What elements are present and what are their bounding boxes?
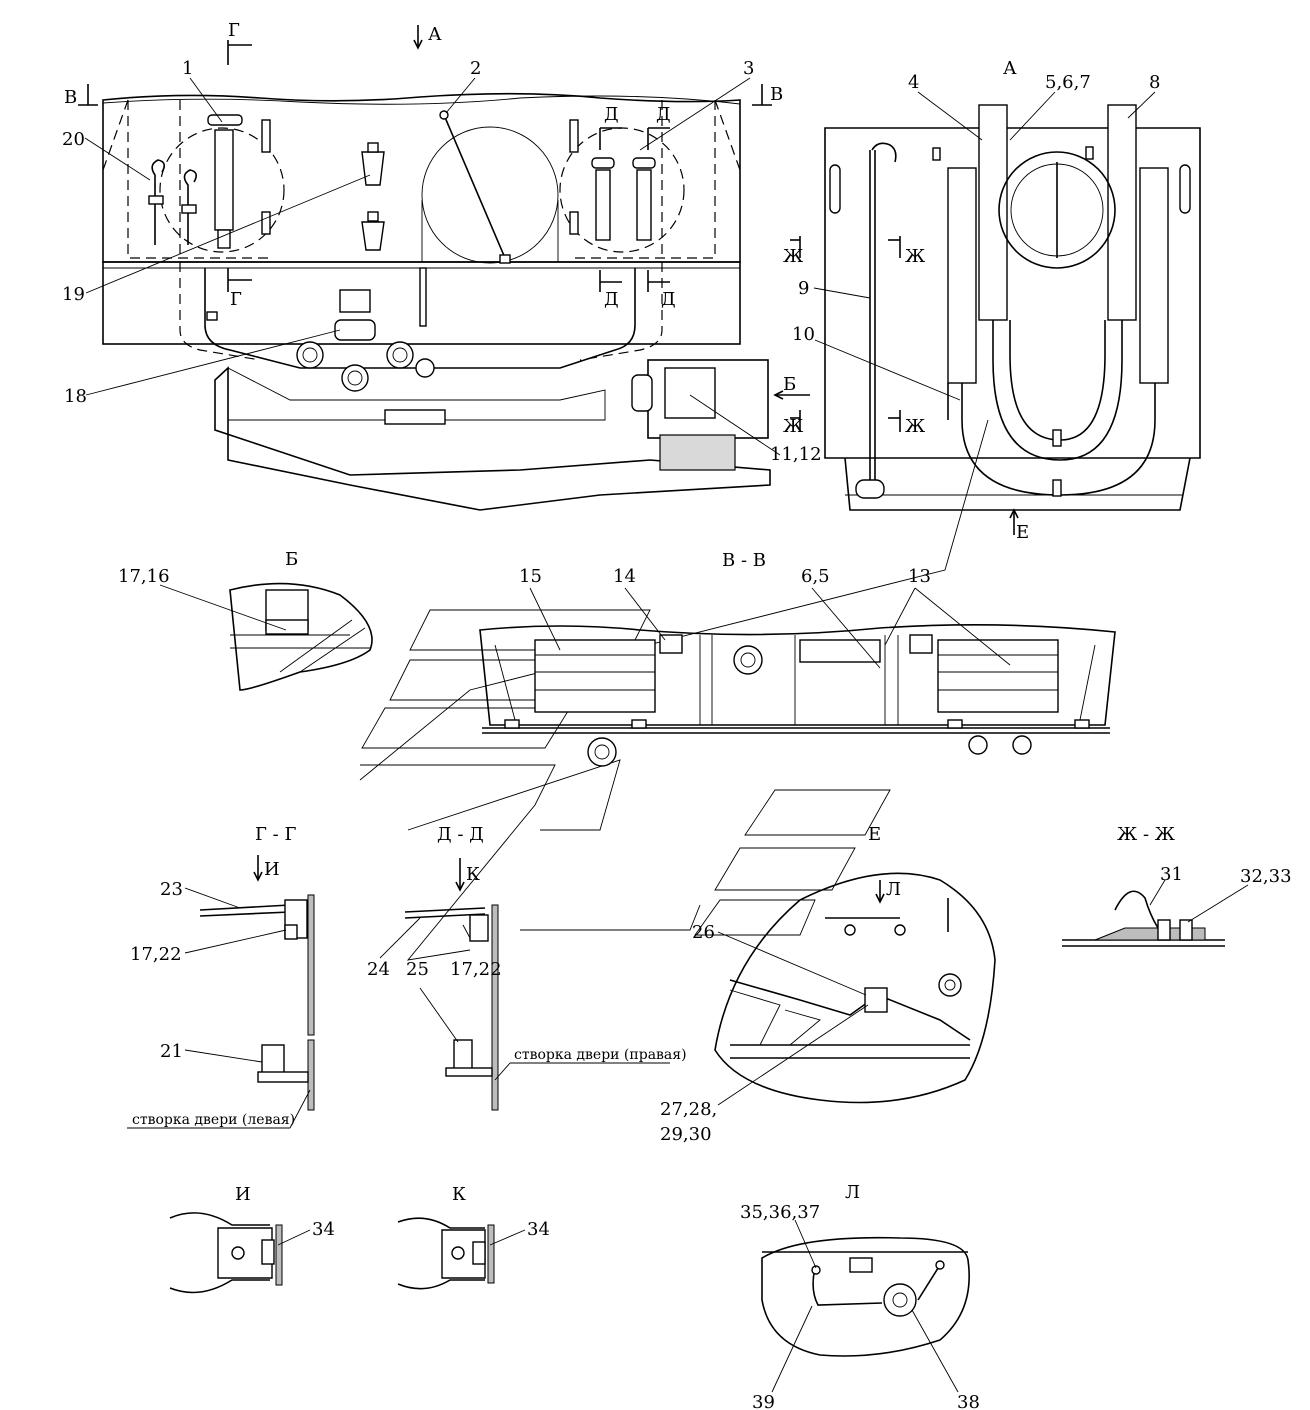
- marker-a: А: [428, 24, 442, 45]
- callout-32-33: 32,33: [1240, 866, 1292, 887]
- section-vv: [360, 587, 1116, 961]
- marker-g-top: Г: [228, 20, 240, 41]
- notes: створка двери (левая) створка двери (пра…: [132, 1047, 687, 1128]
- callout-26: 26: [692, 922, 715, 943]
- callout-13: 13: [908, 566, 931, 587]
- callout-38: 38: [957, 1392, 980, 1410]
- section-dd: [379, 858, 670, 1111]
- callout-29-30: 29,30: [660, 1124, 712, 1145]
- callout-9: 9: [798, 278, 809, 299]
- section-markers: А Г Г В В Д Д Д Д Б Ж Ж Ж Ж Е И К Л: [64, 20, 1029, 900]
- marker-d-4: Д: [661, 289, 676, 310]
- view-b-title: Б: [285, 549, 298, 570]
- view-a: [359, 91, 1201, 781]
- callout-18: 18: [64, 386, 87, 407]
- view-e: [714, 872, 996, 1106]
- marker-v-right: В: [770, 84, 783, 105]
- view-titles: А Б В - В Г - Г Д - Д Е Ж - Ж И К Л: [235, 58, 1176, 1205]
- callout-23: 23: [160, 879, 183, 900]
- callout-10: 10: [792, 324, 815, 345]
- callout-14: 14: [613, 566, 636, 587]
- marker-e: Е: [1016, 522, 1029, 543]
- callout-17-22-right: 17,22: [450, 959, 502, 980]
- marker-l: Л: [886, 879, 901, 900]
- callout-15: 15: [519, 566, 542, 587]
- callout-34-i: 34: [312, 1219, 335, 1240]
- marker-d-1: Д: [604, 104, 619, 125]
- callout-4: 4: [908, 72, 919, 93]
- callout-2: 2: [470, 58, 481, 79]
- view-i: [169, 1212, 311, 1294]
- callout-6-5: 6,5: [801, 566, 830, 587]
- callout-numbers: 1 2 3 4 5,6,7 8 9 10 11,12 13 14 15 6,5 …: [62, 58, 1292, 1410]
- callout-11-12: 11,12: [770, 444, 822, 465]
- marker-d-3: Д: [604, 289, 619, 310]
- callout-3: 3: [743, 58, 754, 79]
- note-door-right: створка двери (правая): [514, 1047, 687, 1063]
- view-b: [159, 582, 373, 691]
- callout-17-16: 17,16: [118, 566, 170, 587]
- callout-21: 21: [160, 1041, 183, 1062]
- marker-d-2: Д: [656, 104, 671, 125]
- marker-zh-3: Ж: [783, 416, 804, 437]
- note-door-left: створка двери (левая): [132, 1112, 295, 1128]
- view-k-title: К: [452, 1184, 466, 1205]
- marker-zh-4: Ж: [905, 416, 926, 437]
- section-gg-title: Г - Г: [255, 824, 296, 845]
- marker-v-left: В: [64, 87, 77, 108]
- callout-17-22-left: 17,22: [130, 944, 182, 965]
- section-dd-title: Д - Д: [437, 824, 484, 845]
- callout-5-6-7: 5,6,7: [1045, 72, 1091, 93]
- callout-20: 20: [62, 129, 85, 150]
- section-vv-title: В - В: [722, 550, 766, 571]
- view-e-title: Е: [868, 824, 881, 845]
- view-l-title: Л: [845, 1182, 860, 1203]
- callout-24: 24: [367, 959, 390, 980]
- marker-i: И: [264, 859, 280, 880]
- view-a-title: А: [1003, 58, 1017, 79]
- marker-g-bottom: Г: [230, 289, 242, 310]
- marker-zh-2: Ж: [905, 246, 926, 267]
- callout-35-36-37: 35,36,37: [740, 1202, 820, 1223]
- callout-1: 1: [182, 58, 193, 79]
- callout-27-28: 27,28,: [660, 1099, 717, 1120]
- callout-31: 31: [1160, 864, 1183, 885]
- view-k: [397, 1217, 526, 1290]
- callout-34-k: 34: [527, 1219, 550, 1240]
- callout-8: 8: [1149, 72, 1160, 93]
- view-l: [761, 1219, 970, 1393]
- marker-k: К: [466, 864, 480, 885]
- callout-19: 19: [62, 284, 85, 305]
- view-i-title: И: [235, 1184, 251, 1205]
- callout-39: 39: [752, 1392, 775, 1410]
- main-front-view: [78, 25, 810, 511]
- marker-b: Б: [783, 374, 796, 395]
- marker-zh-1: Ж: [783, 246, 804, 267]
- section-zhzh: [1062, 879, 1249, 947]
- section-gg: [127, 855, 315, 1129]
- callout-25: 25: [406, 959, 429, 980]
- section-zhzh-title: Ж - Ж: [1117, 824, 1176, 845]
